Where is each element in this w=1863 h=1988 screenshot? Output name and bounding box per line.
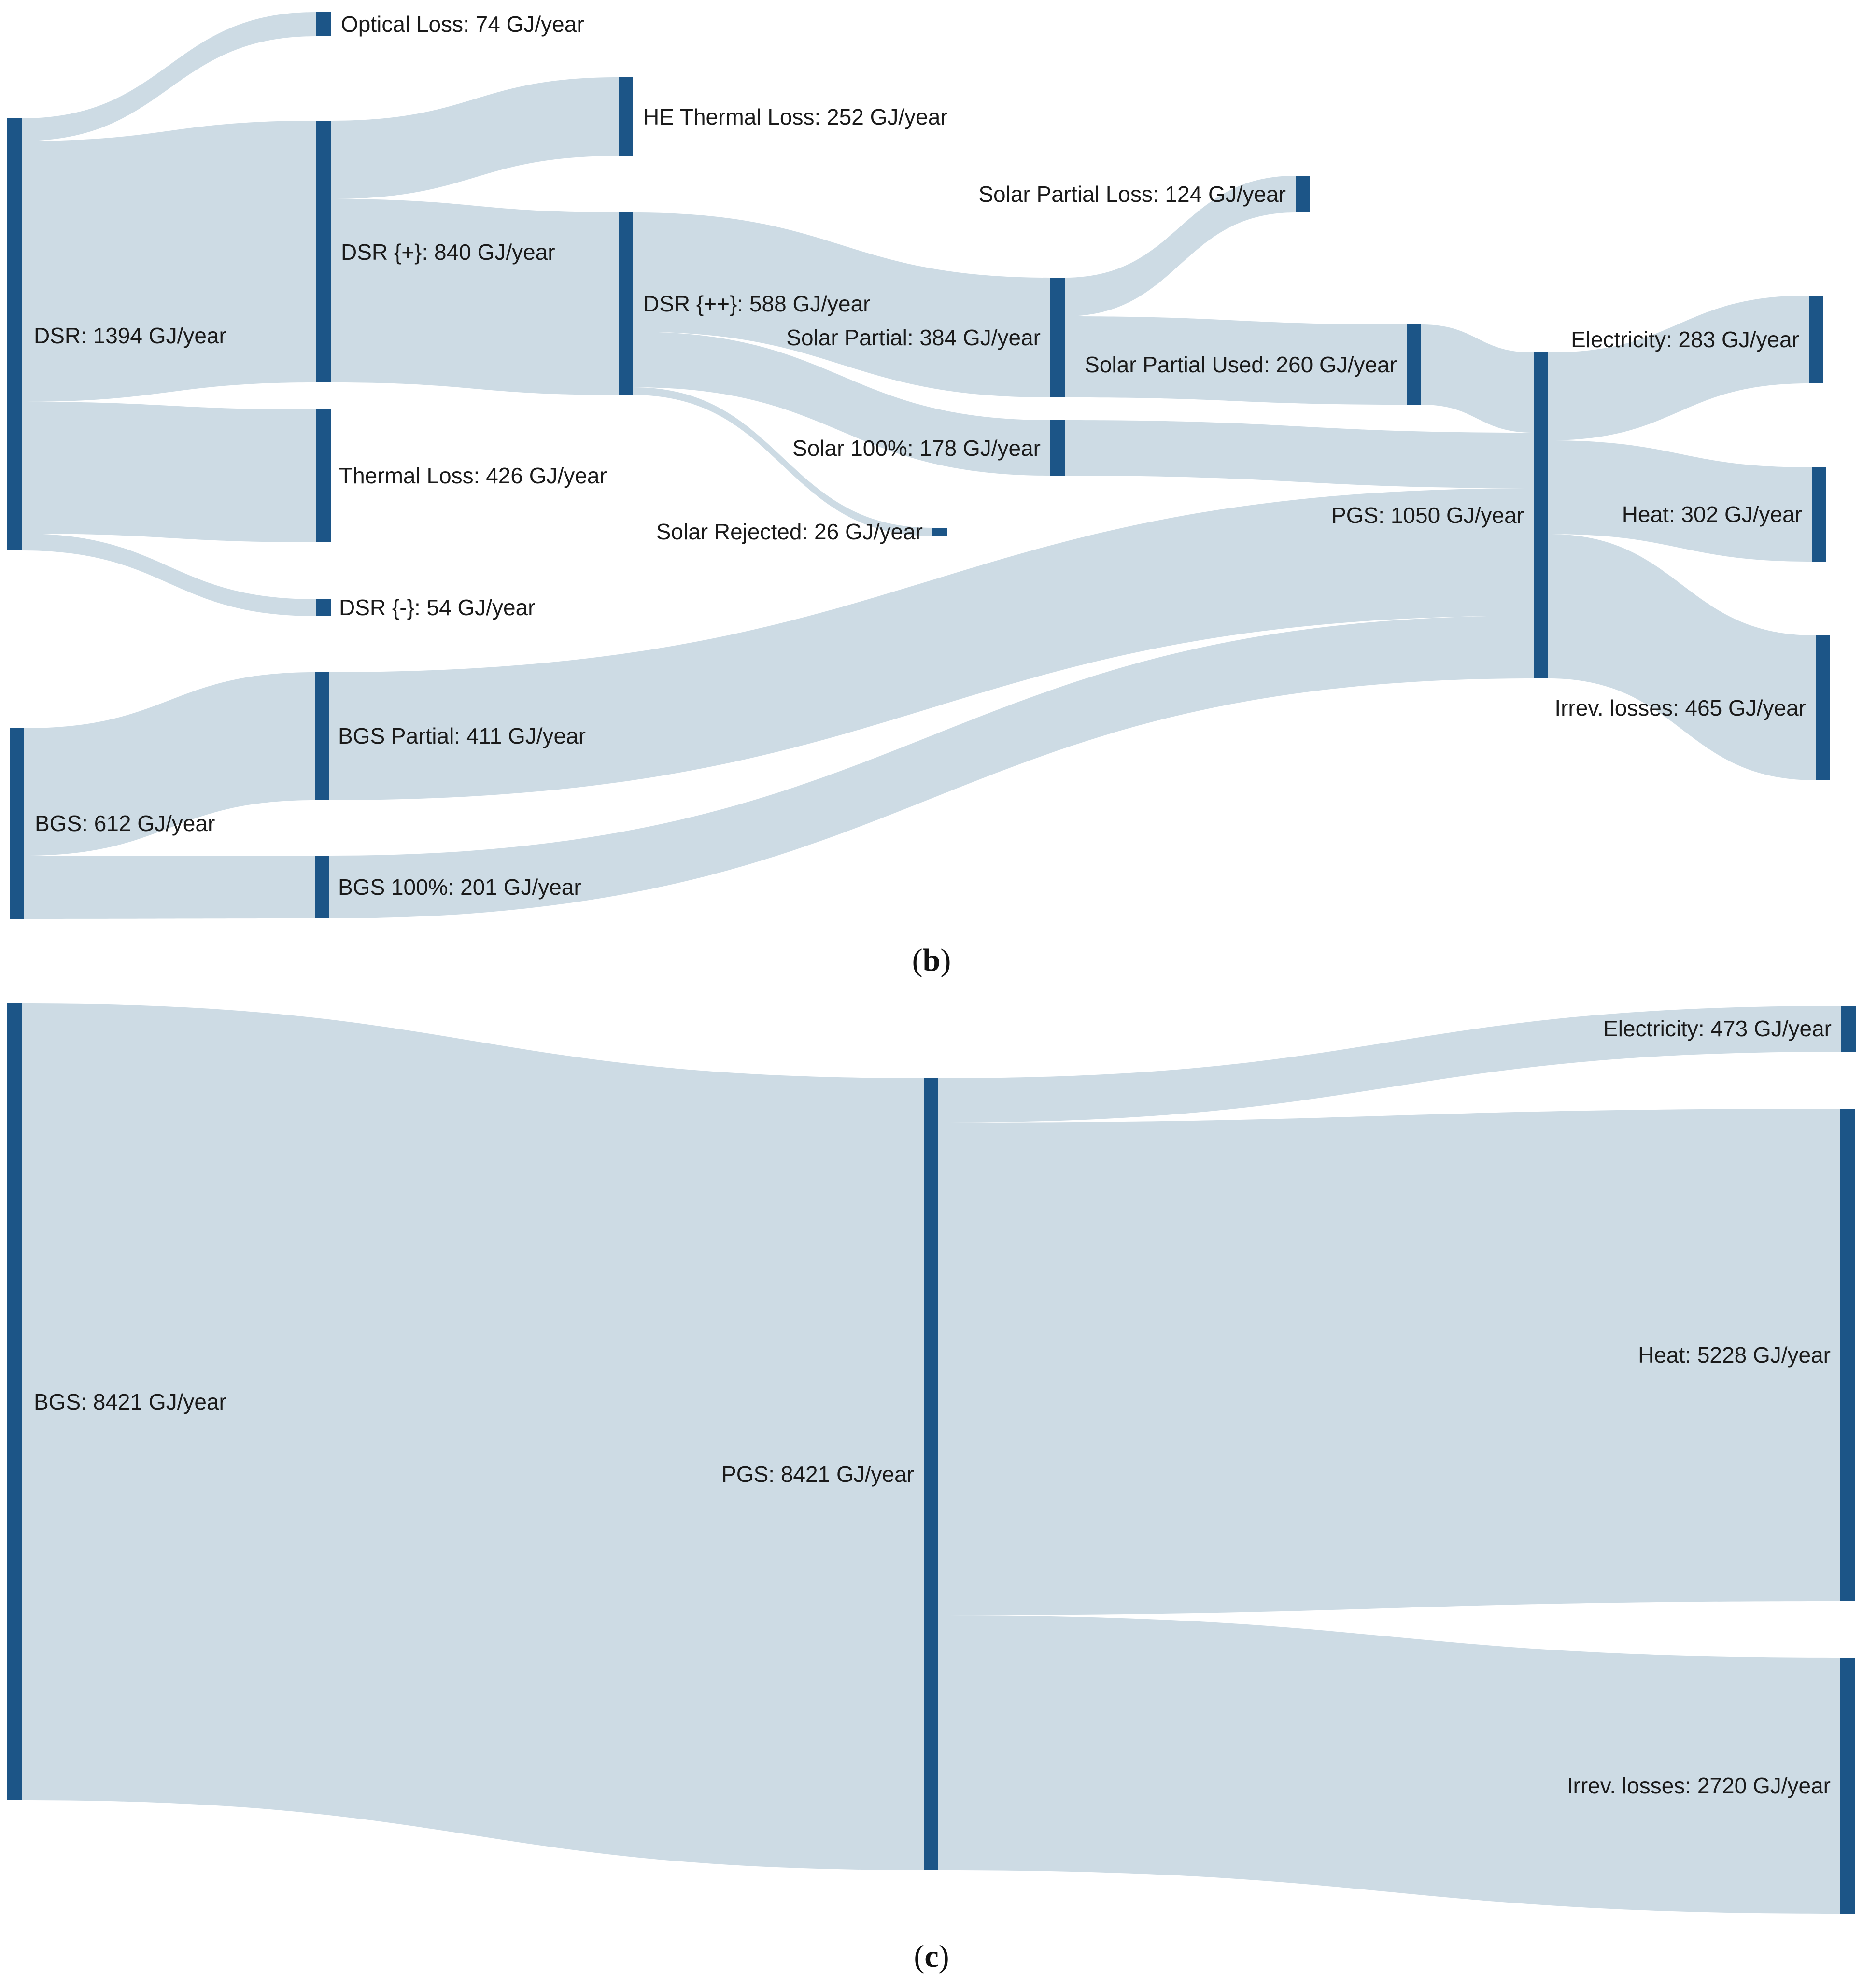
node-label-c-irrev: Irrev. losses: 2720 GJ/year — [1567, 1773, 1831, 1798]
node-b-spu — [1407, 324, 1421, 405]
node-label-c-heat: Heat: 5228 GJ/year — [1638, 1342, 1831, 1368]
link-b-spu-to-pgs — [1421, 324, 1534, 433]
link-b-pgs-to-elec — [1548, 296, 1809, 440]
node-label-c-bgs: BGS: 8421 GJ/year — [34, 1389, 226, 1414]
node-b-dsrpp — [619, 212, 633, 395]
link-c-pgs-to-heat — [938, 1109, 1840, 1615]
node-b-sp — [1050, 278, 1065, 397]
links-b — [22, 12, 1816, 919]
node-b-thermal — [316, 409, 331, 542]
node-label-b-thermal: Thermal Loss: 426 GJ/year — [339, 463, 607, 488]
node-b-optical — [316, 12, 331, 36]
node-label-b-srej: Solar Rejected: 26 GJ/year — [656, 519, 923, 544]
caption-b-letter: b — [923, 943, 941, 978]
node-label-b-dsr: DSR: 1394 GJ/year — [34, 323, 226, 348]
link-b-bgs100-to-pgs — [329, 616, 1534, 918]
node-b-srej — [932, 528, 947, 536]
link-b-s100-to-pgs — [1065, 420, 1534, 488]
caption-c: (c) — [914, 1939, 949, 1974]
node-label-b-heat: Heat: 302 GJ/year — [1622, 502, 1802, 527]
node-b-bgs — [10, 728, 24, 919]
node-c-irrev — [1840, 1658, 1855, 1914]
node-label-c-pgs: PGS: 8421 GJ/year — [721, 1462, 914, 1487]
link-c-pgs-to-irrev — [938, 1615, 1840, 1914]
node-label-b-bgs: BGS: 612 GJ/year — [35, 811, 215, 836]
link-b-dsr-to-thermal — [22, 402, 316, 542]
node-b-he — [619, 77, 633, 156]
node-b-dsrm — [316, 599, 331, 616]
link-b-dsrp-to-he — [331, 77, 619, 199]
node-label-b-spl: Solar Partial Loss: 124 GJ/year — [978, 182, 1286, 207]
node-label-b-optical: Optical Loss: 74 GJ/year — [341, 12, 584, 37]
link-b-dsr-to-optical — [22, 12, 316, 141]
node-label-b-he: HE Thermal Loss: 252 GJ/year — [643, 104, 948, 129]
node-label-b-dsrm: DSR {-}: 54 GJ/year — [339, 595, 536, 620]
link-b-dsrpp-to-sp — [633, 212, 1050, 397]
labels-b: DSR: 1394 GJ/year Optical Loss: 74 GJ/yea… — [34, 12, 1806, 900]
link-b-dsr-to-dsrp — [22, 121, 316, 402]
caption-b: (b) — [912, 943, 951, 978]
node-b-dsrp — [316, 121, 331, 382]
node-b-s100 — [1050, 420, 1065, 476]
node-b-bgsp — [315, 672, 329, 800]
node-label-b-bgs100: BGS 100%: 201 GJ/year — [338, 874, 581, 900]
node-b-dsr — [7, 118, 22, 550]
node-label-b-elec: Electricity: 283 GJ/year — [1571, 327, 1799, 352]
node-label-c-elec: Electricity: 473 GJ/year — [1603, 1016, 1832, 1041]
node-b-heat — [1812, 467, 1826, 562]
link-b-sp-to-spl — [1065, 176, 1296, 316]
node-label-b-pgs: PGS: 1050 GJ/year — [1331, 503, 1524, 528]
link-b-bgsp-to-pgs — [329, 488, 1534, 800]
link-c-pgs-to-elec — [938, 1006, 1841, 1123]
node-label-b-s100: Solar 100%: 178 GJ/year — [792, 436, 1041, 461]
link-c-bgs-to-pgs — [22, 1003, 924, 1870]
node-c-elec — [1841, 1006, 1856, 1052]
node-b-pgs — [1534, 352, 1548, 678]
link-b-pgs-to-irrev — [1548, 534, 1816, 780]
links-c — [22, 1003, 1841, 1914]
link-b-sp-to-spu — [1065, 316, 1407, 405]
link-b-bgs-to-bgsp — [24, 672, 315, 856]
node-label-b-dsrpp: DSR {++}: 588 GJ/year — [643, 291, 871, 316]
node-c-heat — [1840, 1109, 1855, 1601]
sankey-diagram-b: DSR: 1394 GJ/year Optical Loss: 74 GJ/yea… — [7, 12, 1830, 919]
node-b-elec — [1809, 296, 1823, 383]
node-b-bgs100 — [315, 856, 329, 918]
node-label-b-sp: Solar Partial: 384 GJ/year — [786, 325, 1041, 350]
nodes-c — [7, 1003, 1856, 1914]
link-b-dsrpp-to-srej — [633, 387, 932, 536]
node-b-irrev — [1816, 635, 1830, 780]
link-b-dsr-to-dsrm — [22, 534, 316, 616]
node-label-b-spu: Solar Partial Used: 260 GJ/year — [1085, 352, 1397, 377]
node-label-b-dsrp: DSR {+}: 840 GJ/year — [341, 240, 555, 265]
link-b-bgs-to-bgs100 — [24, 856, 315, 919]
node-c-bgs — [7, 1003, 22, 1800]
node-label-b-bgsp: BGS Partial: 411 GJ/year — [338, 723, 586, 748]
link-b-dsrp-to-dsrpp — [331, 199, 619, 395]
nodes-b — [7, 12, 1830, 919]
link-b-pgs-to-heat — [1548, 440, 1812, 562]
node-b-spl — [1296, 176, 1310, 212]
link-b-dsrpp-to-s100 — [633, 332, 1050, 476]
node-label-b-irrev: Irrev. losses: 465 GJ/year — [1554, 695, 1806, 720]
node-c-pgs — [924, 1078, 938, 1870]
caption-c-letter: c — [924, 1939, 938, 1974]
